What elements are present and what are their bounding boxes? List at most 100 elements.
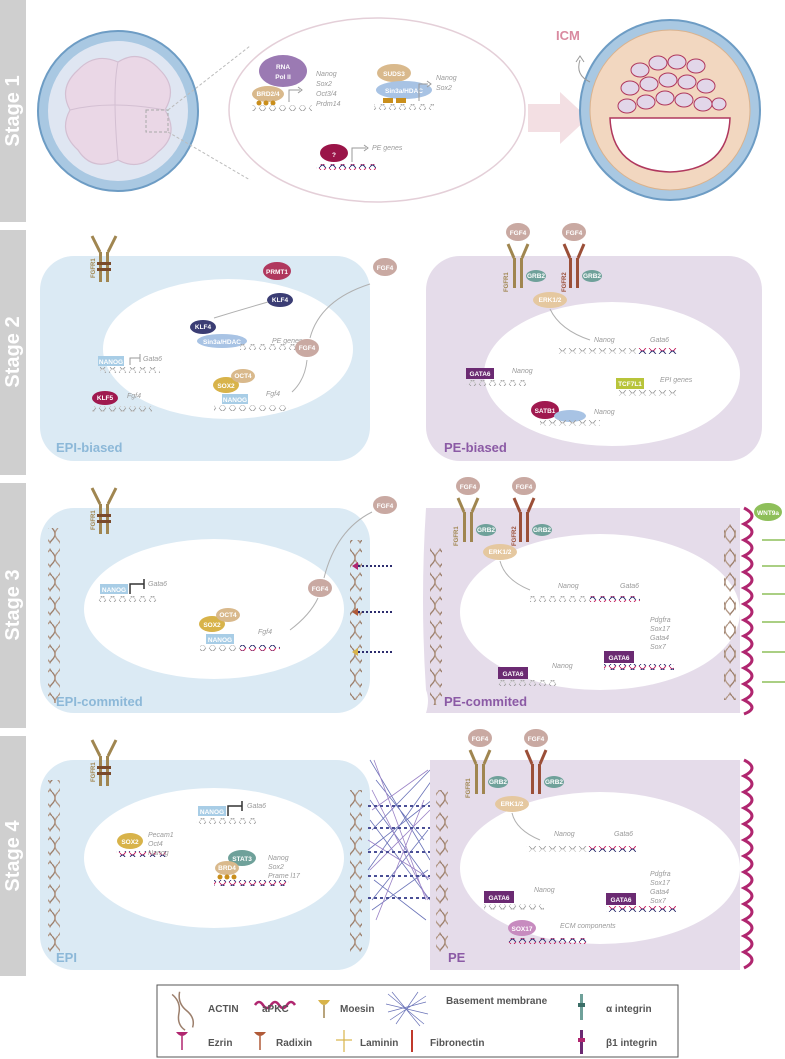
svg-text:Sox17: Sox17	[650, 626, 671, 633]
moesin-icon	[318, 1000, 330, 1018]
stage-2: EPI-biased FGFR1 PRMT1 KLF4 KLF4 Sin3a/H…	[40, 223, 762, 461]
svg-text:aPKC: aPKC	[262, 1004, 289, 1015]
pe-label: PE	[448, 950, 466, 965]
apkc-s4	[740, 758, 754, 970]
svg-text:BRD4: BRD4	[218, 865, 236, 872]
apkc-icon	[253, 1000, 297, 1010]
fgfr1-receptor-epi-s3: FGFR1	[90, 487, 118, 534]
svg-text:Radixin: Radixin	[276, 1038, 312, 1049]
apkc-s3	[740, 506, 754, 716]
svg-text:FGF4: FGF4	[566, 230, 583, 237]
svg-text:Nanog: Nanog	[512, 368, 533, 375]
svg-text:Sox7: Sox7	[650, 898, 667, 905]
svg-text:Gata4: Gata4	[650, 635, 669, 642]
svg-text:Fgf4: Fgf4	[266, 391, 280, 398]
klf5-protein	[92, 391, 118, 405]
svg-text:Sin3a/HDAC: Sin3a/HDAC	[203, 339, 241, 346]
svg-text:GATA6: GATA6	[469, 371, 490, 378]
svg-text:Moesin: Moesin	[340, 1004, 374, 1015]
epi-commited-label: EPI-commited	[56, 694, 143, 709]
svg-text:Gata6: Gata6	[614, 831, 633, 838]
sin3a-hdac-protein-2	[197, 334, 247, 348]
wnt9a-protein	[754, 503, 782, 521]
svg-text:Gata6: Gata6	[650, 337, 669, 344]
svg-text:NANOG: NANOG	[99, 359, 123, 366]
fgfr1-receptor-epi-s4: FGFR1	[90, 739, 118, 786]
epi-label: EPI	[56, 950, 77, 965]
svg-text:GRB2: GRB2	[477, 527, 495, 534]
stage-1-label: Stage 1	[2, 75, 24, 146]
svg-text:GRB2: GRB2	[527, 273, 545, 280]
actin-icon	[171, 991, 195, 1031]
svg-text:GATA6: GATA6	[488, 895, 509, 902]
blastocyst: ICM	[556, 19, 761, 201]
svg-text:FGF4: FGF4	[510, 230, 527, 237]
gata6-protein-s2	[466, 368, 494, 379]
svg-text:STAT3: STAT3	[232, 856, 252, 863]
svg-text:FGFR1: FGFR1	[91, 762, 97, 782]
rna-pol-ii-protein	[259, 55, 307, 87]
svg-text:SUDS3: SUDS3	[383, 71, 405, 78]
svg-text:GATA6: GATA6	[608, 655, 629, 662]
epi-biased-nucleus	[103, 279, 353, 419]
svg-text:Gata4: Gata4	[650, 889, 669, 896]
svg-text:Oct4: Oct4	[148, 841, 163, 848]
svg-text:FGF4: FGF4	[299, 345, 316, 352]
svg-text:NANOG: NANOG	[200, 809, 224, 816]
gene-prdm14: Prdm14	[316, 101, 341, 108]
pe-commited-label: PE-commited	[444, 694, 527, 709]
svg-text:Laminin: Laminin	[360, 1038, 398, 1049]
svg-text:ECM components: ECM components	[560, 923, 616, 930]
fgf-receptors-s4: FGF4 FGF4 FGFR1 GRB2 GRB2 ERK1/2	[466, 729, 564, 841]
svg-text:FGF4: FGF4	[312, 586, 329, 593]
svg-text:SOX2: SOX2	[203, 622, 221, 629]
gene-oct34: Oct3/4	[316, 91, 337, 98]
wnt-arrows	[762, 539, 785, 683]
svg-text:Nanog: Nanog	[268, 855, 289, 862]
svg-text:SOX2: SOX2	[217, 383, 235, 390]
svg-text:FGF4: FGF4	[377, 265, 394, 272]
svg-text:FGFR2: FGFR2	[562, 272, 568, 292]
svg-text:Nanog: Nanog	[534, 887, 555, 894]
svg-text:Basement membrane: Basement membrane	[446, 996, 548, 1007]
svg-text:FGFR1: FGFR1	[454, 526, 460, 546]
svg-text:ERK1/2: ERK1/2	[539, 297, 562, 304]
svg-text:KLF4: KLF4	[272, 297, 289, 304]
svg-text:ERK1/2: ERK1/2	[489, 549, 512, 556]
svg-text:NANOG: NANOG	[102, 587, 126, 594]
unknown-factor	[320, 144, 348, 162]
svg-text:PE genes: PE genes	[372, 145, 403, 152]
svg-text:FGF4: FGF4	[516, 484, 533, 491]
svg-text:SOX2: SOX2	[121, 839, 139, 846]
svg-text:ERK1/2: ERK1/2	[501, 801, 524, 808]
brd24-protein	[252, 86, 284, 102]
legend: ACTIN aPKC Moesin Basement membrane α in…	[156, 984, 679, 1058]
alpha-integrin-icon	[578, 994, 585, 1020]
radixin-icon	[254, 1032, 266, 1050]
svg-text:PRMT1: PRMT1	[266, 269, 288, 276]
svg-text:WNT9a: WNT9a	[757, 510, 779, 517]
svg-text:Nanog: Nanog	[552, 663, 573, 670]
beta1-integrin-icon	[578, 1030, 585, 1054]
svg-text:SATB1: SATB1	[535, 408, 556, 415]
suds3-complex: SUDS3 Sin3a/HDAC Nanog Sox2	[374, 64, 457, 110]
progression-arrow	[528, 92, 588, 144]
svg-text:GRB2: GRB2	[533, 527, 551, 534]
svg-text:Gata6: Gata6	[143, 356, 162, 363]
svg-text:RNA: RNA	[276, 64, 290, 71]
svg-text:FGFR1: FGFR1	[91, 258, 97, 278]
svg-text:Fibronectin: Fibronectin	[430, 1038, 484, 1049]
svg-text:FGF4: FGF4	[377, 503, 394, 510]
svg-text:GRB2: GRB2	[489, 779, 507, 786]
sox2-protein-s2	[213, 377, 239, 393]
svg-text:FGF4: FGF4	[472, 736, 489, 743]
basement-membrane	[367, 759, 433, 921]
gene-nanog: Nanog	[316, 71, 337, 78]
pol2-complex: RNA Pol II BRD2/4 Nanog Sox2 Oct3/4 Prdm…	[252, 55, 341, 111]
svg-text:SOX17: SOX17	[512, 926, 533, 933]
svg-text:GRB2: GRB2	[545, 779, 563, 786]
basement-membrane-icon	[385, 991, 429, 1027]
svg-text:EPI genes: EPI genes	[660, 377, 693, 384]
